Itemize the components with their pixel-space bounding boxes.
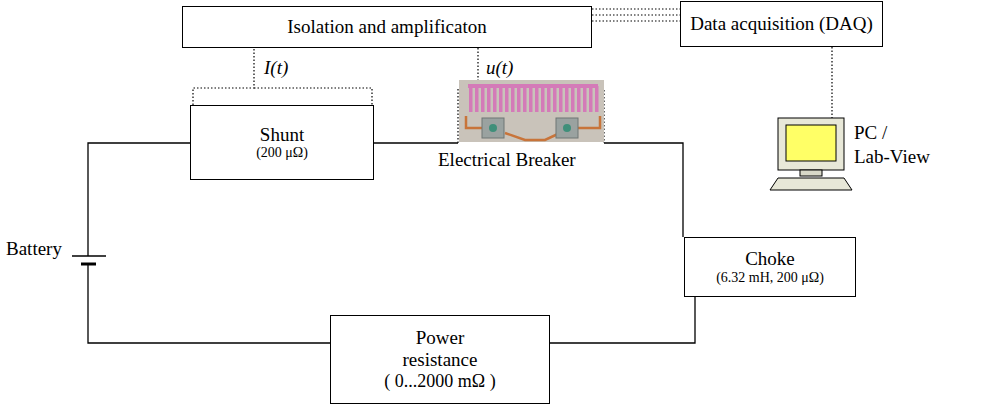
- box-title: Isolation and amplificaton: [287, 16, 486, 38]
- box-value: ( 0...2000 mΩ ): [384, 371, 495, 392]
- pc-icon: [770, 118, 852, 190]
- box-value: (200 μΩ): [256, 145, 308, 161]
- part-name: Battery: [6, 238, 62, 260]
- breaker-picture: [459, 80, 604, 142]
- circuit-wires: [88, 143, 683, 343]
- wire: [88, 264, 330, 343]
- component-box: Choke(6.32 mH, 200 μΩ): [684, 237, 856, 297]
- component-box: Power resistance( 0...2000 mΩ ): [330, 315, 550, 404]
- part-name: Lab-View: [854, 146, 930, 168]
- wire: [374, 142, 458, 143]
- wire: [604, 143, 683, 237]
- box-title: Data acquisition (DAQ): [690, 13, 873, 35]
- signal-name: u(t): [484, 57, 515, 79]
- box-title: Power resistance: [390, 327, 490, 371]
- process-box: Isolation and amplificaton: [182, 6, 592, 48]
- signal-lead: [193, 48, 254, 105]
- wire: [88, 143, 190, 256]
- part-name: Electrical Breaker: [438, 149, 576, 171]
- process-box: Data acquisition (DAQ): [680, 1, 883, 47]
- part-name: PC /: [854, 122, 887, 144]
- signal-name: I(t): [262, 57, 290, 79]
- battery-symbol: [72, 256, 106, 264]
- box-title: Choke: [745, 248, 795, 270]
- signal-lead: [592, 15, 680, 16]
- wire: [550, 297, 695, 343]
- box-title: Shunt: [260, 124, 304, 146]
- box-value: (6.32 mH, 200 μΩ): [716, 270, 824, 286]
- component-box: Shunt(200 μΩ): [190, 105, 374, 180]
